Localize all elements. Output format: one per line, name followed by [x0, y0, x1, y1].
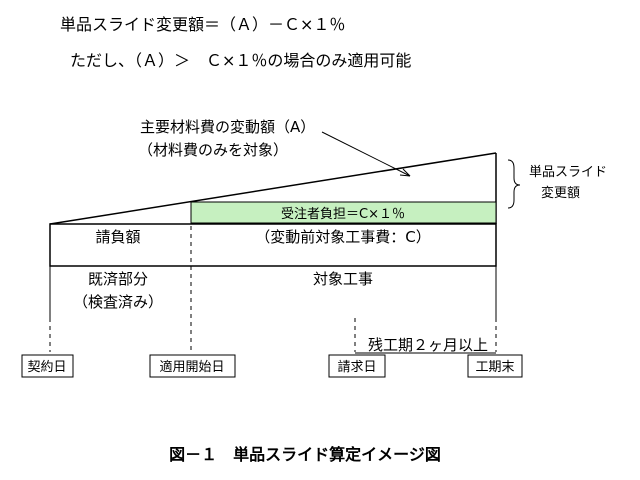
contractor-burden-label: 受注者負担＝C×１％ [281, 207, 405, 222]
contract-amount-label: 請負額 [95, 228, 140, 246]
leader-arrowhead-icon [399, 168, 411, 177]
inspected-label: （検査済み） [73, 293, 163, 311]
target-cost-label: （変動前対象工事費：C） [255, 228, 430, 246]
milestone-start-date: 適用開始日 [159, 359, 224, 375]
right-brace-icon [507, 159, 521, 209]
slide-amount-label-1: 単品スライド [529, 164, 607, 180]
target-work-label: 対象工事 [313, 270, 373, 288]
completed-part-label: 既済部分 [88, 270, 148, 288]
milestone-completion-date: 工期末 [475, 360, 514, 375]
milestone-box-request [328, 354, 386, 378]
milestone-box-completion [467, 354, 523, 378]
formula-line-2: ただし、（Ａ）＞ Ｃ×１％の場合のみ適用可能 [70, 51, 411, 70]
contract-amount-box [49, 223, 497, 267]
remaining-period-label: 残工期２ヶ月以上 [368, 336, 488, 354]
slide-amount-label-2: 変更額 [541, 185, 580, 201]
material-change-label: 主要材料費の変動額（A） [140, 118, 315, 136]
milestone-box-contract [21, 354, 74, 378]
milestone-contract-date: 契約日 [27, 360, 66, 375]
material-scope-label: （材料費のみを対象） [138, 141, 288, 159]
milestone-box-start [149, 354, 236, 378]
variation-slope-line [49, 152, 497, 225]
formula-line-1: 単品スライド変更額＝（Ａ）－Ｃ×１％ [60, 15, 345, 34]
milestone-request-date: 請求日 [337, 360, 376, 375]
figure-caption: 図－１ 単品スライド算定イメージ図 [169, 445, 441, 464]
